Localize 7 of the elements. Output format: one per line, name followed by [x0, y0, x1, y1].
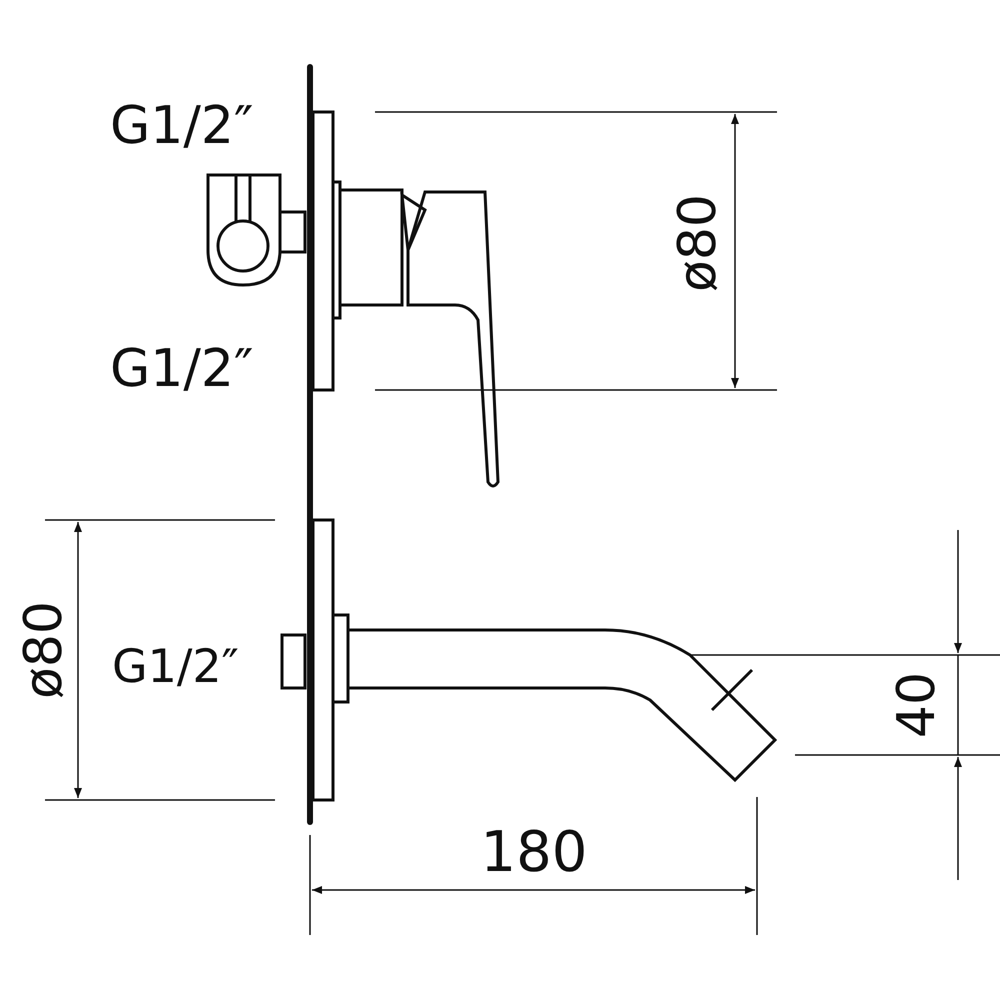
dimension-label: 40	[891, 672, 944, 738]
dimension-label: ø80	[672, 194, 724, 292]
dimension-label: ø80	[18, 601, 70, 699]
thread-size-label: G1/2″	[110, 100, 254, 152]
thread-size-label: G1/2″	[112, 643, 239, 689]
dimension-label: 180	[480, 825, 588, 881]
thread-size-label: G1/2″	[110, 343, 254, 395]
